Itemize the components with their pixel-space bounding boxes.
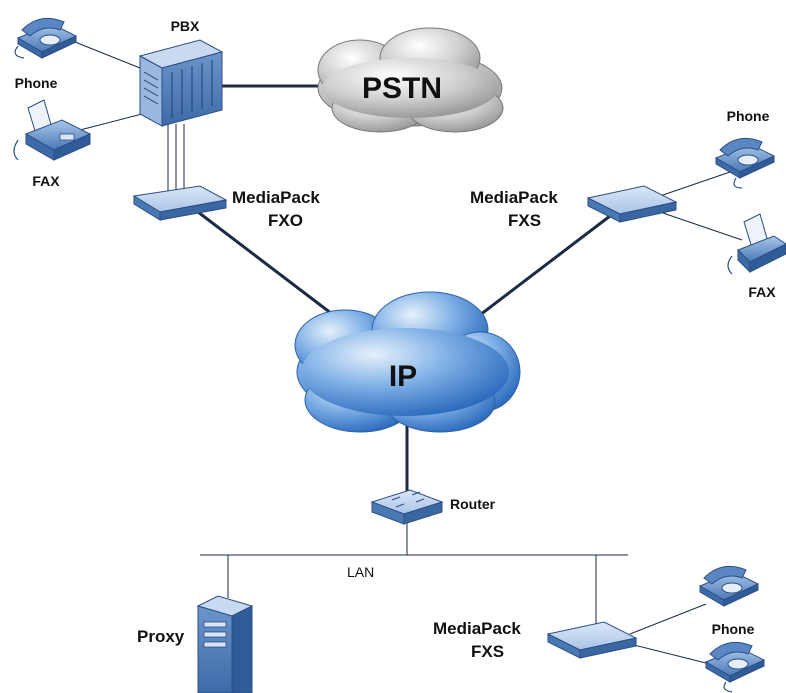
pbx-device: PBX: [138, 18, 224, 127]
fax-machine-icon: [727, 213, 786, 275]
fxs-top-to-phone-line: [659, 171, 731, 197]
mediapack-fxo-label-line1: MediaPack: [232, 188, 320, 207]
phone-top-right: Phone: [714, 108, 776, 189]
phone-label: Phone: [712, 621, 755, 637]
fxs-bottom-to-phone2-line: [629, 643, 711, 665]
phone-label: Phone: [15, 75, 58, 91]
router-device: Router: [370, 489, 496, 525]
phone-label: Phone: [727, 108, 770, 124]
mediapack-fxs-top-label-line1: MediaPack: [470, 188, 558, 207]
pbx-label: PBX: [171, 18, 200, 34]
phone-bottom-right-1: [698, 565, 760, 607]
fax-machine-icon: [13, 99, 92, 161]
phone-to-pbx-line: [69, 39, 151, 73]
fxs-top-to-fax-line: [659, 211, 743, 241]
lan-label: LAN: [347, 564, 374, 580]
fax-to-pbx-line: [79, 111, 151, 131]
fxs-bottom-to-phone1-line: [629, 603, 707, 635]
fxs-top-to-ip-line: [475, 214, 611, 320]
router-icon: [370, 489, 444, 525]
desk-phone-icon: [704, 641, 766, 693]
fxo-to-ip-line: [197, 210, 341, 322]
mediapack-fxs-top-label-line2: FXS: [508, 211, 541, 230]
ip-label: IP: [389, 360, 417, 393]
gateway-box-icon: [132, 185, 228, 221]
pbx-server-icon: [138, 39, 224, 127]
connection-lines: [69, 39, 743, 665]
desk-phone-icon: [714, 137, 776, 189]
mediapack-fxo: MediaPack FXO: [132, 185, 320, 230]
desk-phone-icon: [698, 565, 760, 607]
proxy-label: Proxy: [137, 627, 185, 646]
fax-top-left: FAX: [13, 99, 92, 189]
pbx-trunk-lines: [167, 124, 185, 192]
pstn-label: PSTN: [362, 72, 442, 105]
fax-label: FAX: [748, 284, 776, 300]
fax-right: FAX: [727, 213, 786, 300]
fax-label: FAX: [32, 173, 60, 189]
mediapack-fxo-label-line2: FXO: [268, 211, 303, 230]
mediapack-fxs-bottom: MediaPack FXS: [433, 619, 638, 661]
mediapack-fxs-bottom-label-line2: FXS: [471, 642, 504, 661]
pstn-cloud: PSTN: [317, 27, 504, 133]
server-tower-icon: [196, 595, 254, 693]
mediapack-fxs-top: MediaPack FXS: [470, 185, 678, 230]
ip-cloud: IP: [294, 291, 521, 433]
phone-bottom-right-2: [704, 641, 766, 693]
router-label: Router: [450, 496, 496, 512]
gateway-box-icon: [586, 185, 678, 223]
mediapack-fxs-bottom-label-line1: MediaPack: [433, 619, 521, 638]
gateway-box-icon: [546, 621, 638, 659]
desk-phone-icon: [14, 17, 78, 59]
phone-top-left: Phone: [14, 17, 78, 91]
proxy-device: Proxy: [137, 595, 254, 693]
